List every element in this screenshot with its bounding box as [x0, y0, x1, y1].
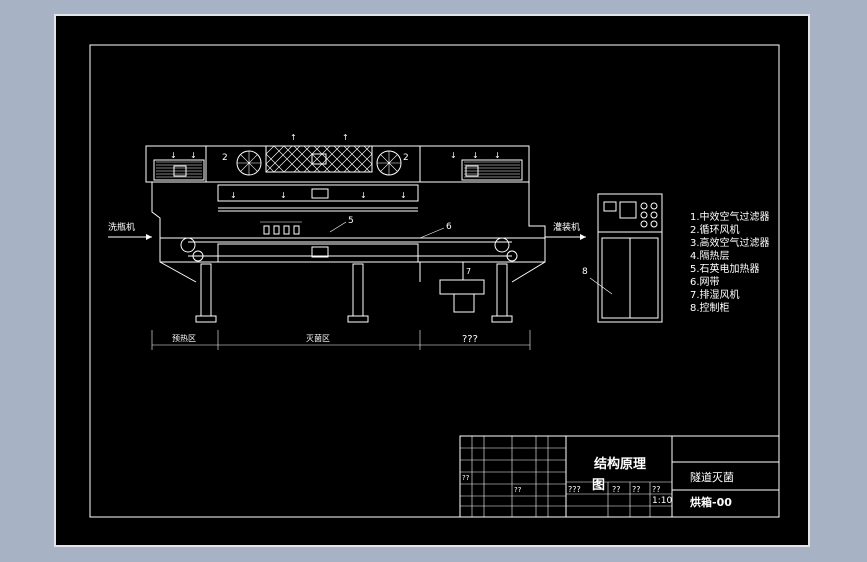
zone-sterilize-label: 灭菌区: [306, 333, 330, 343]
scale-value: 1:10: [652, 496, 672, 506]
quartz-heaters: [260, 221, 302, 235]
svg-text:↓: ↓: [472, 151, 479, 160]
svg-text:↓: ↓: [280, 191, 287, 200]
filter-box-left: [153, 159, 205, 181]
svg-text:↓: ↓: [494, 151, 501, 160]
label-filler: 灌装机: [553, 221, 580, 233]
title-qmark-3: ??: [632, 485, 641, 494]
mesh-belt: [160, 237, 545, 262]
drawing-title-a: 结构原理: [594, 456, 646, 472]
drawing-viewport[interactable]: [54, 14, 810, 547]
product-name: 隧道灭菌: [690, 470, 734, 484]
tunnel-machine: 2 2: [145, 145, 546, 323]
svg-text:7: 7: [466, 267, 471, 276]
legend-item-6: 6.网带: [690, 276, 720, 288]
airflow-arrows: ↑ ↑ ↓ ↓ ↓ ↓ ↓ ↓ ↓ ↓ ↓: [170, 133, 501, 200]
circulation-fan-right: 2: [376, 150, 409, 176]
circulation-fan-left: 2: [222, 150, 262, 176]
control-cabinet: 8: [582, 193, 663, 323]
title-qmark-1: ???: [568, 485, 581, 494]
legend-item-4: 4.隔热层: [690, 249, 730, 262]
legend-item-8: 8.控制柜: [690, 301, 730, 314]
zone-preheat-label: 预热区: [172, 333, 196, 343]
svg-text:↓: ↓: [170, 151, 177, 160]
legend-item-5: 5.石英电加热器: [690, 262, 760, 275]
svg-text:↑: ↑: [342, 133, 349, 142]
grid-qmark-2: ??: [514, 486, 522, 494]
title-qmark-4: ??: [652, 485, 661, 494]
zone-unknown-label: ???: [462, 334, 478, 345]
legend-item-7: 7.排湿风机: [690, 288, 740, 301]
zone-dimensions: 预热区 灭菌区 ???: [151, 330, 531, 350]
drawing-title-b: 图: [592, 478, 605, 493]
exhaust-fan: 7: [439, 262, 485, 313]
svg-text:6: 6: [446, 222, 452, 232]
drawing-frame: [89, 44, 780, 518]
parts-legend: 1.中效空气过滤器 2.循环风机 3.高效空气过滤器 4.隔热层 5.石英电加热…: [690, 210, 770, 314]
svg-text:2: 2: [403, 153, 409, 163]
svg-text:↓: ↓: [400, 191, 407, 200]
svg-text:↓: ↓: [190, 151, 197, 160]
svg-text:5: 5: [348, 216, 354, 226]
filter-box-right: [461, 159, 523, 181]
svg-text:↓: ↓: [230, 191, 237, 200]
svg-text:↓: ↓: [450, 151, 457, 160]
cabinet-number: 8: [582, 267, 588, 277]
support-legs: [195, 263, 513, 323]
grid-qmark-1: ??: [462, 474, 470, 482]
legend-item-3: 3.高效空气过滤器: [690, 236, 770, 249]
title-qmark-2: ??: [612, 485, 621, 494]
svg-text:↑: ↑: [290, 133, 297, 142]
upper-heater-chamber: [217, 184, 419, 202]
label-washer: 洗瓶机: [108, 221, 135, 233]
legend-item-1: 1.中效空气过滤器: [690, 210, 770, 223]
svg-text:↓: ↓: [360, 191, 367, 200]
hepa-filter-box: [265, 145, 373, 173]
legend-item-2: 2.循环风机: [690, 223, 740, 236]
title-block: 结构原理 图 ??? ?? ?? ?? 1:10 隧道灭菌 烘箱-00 ?? ?…: [459, 435, 780, 518]
svg-text:2: 2: [222, 153, 228, 163]
product-code: 烘箱-00: [690, 495, 732, 509]
